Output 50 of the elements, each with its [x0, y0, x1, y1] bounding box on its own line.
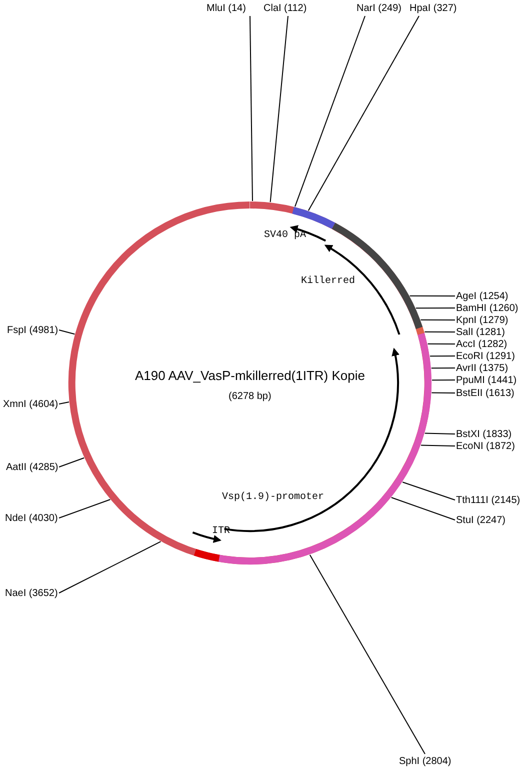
- leader-line: [402, 482, 456, 500]
- leader-line: [250, 16, 253, 202]
- leader-line: [415, 308, 456, 309]
- site-label: StuI (2247): [456, 514, 506, 526]
- site-label: HpaI (327): [410, 2, 457, 15]
- site-label: BstEII (1613): [456, 386, 514, 400]
- leader-line: [309, 554, 426, 754]
- site-label: SalI (1281): [456, 326, 505, 338]
- site-label: FspI (4981): [7, 324, 58, 336]
- leader-line: [294, 16, 366, 208]
- site-label: PpuMI (1441): [456, 374, 517, 386]
- site-label: NdeI (4030): [5, 512, 58, 524]
- leader-line: [424, 331, 456, 332]
- site-label: AgeI (1254): [456, 290, 508, 302]
- leader-line: [431, 392, 456, 394]
- site-label: EcoRI (1291): [456, 350, 515, 362]
- leader-line: [420, 319, 456, 320]
- site-label: NarI (249): [356, 2, 402, 15]
- leader-line: [427, 343, 456, 344]
- leader-line: [58, 457, 85, 468]
- site-label: AvrII (1375): [456, 362, 508, 374]
- leader-line: [58, 402, 70, 404]
- site-label: NaeI (3652): [5, 586, 58, 600]
- leader-line: [308, 16, 420, 212]
- leader-line: [270, 16, 288, 203]
- leader-line: [409, 295, 456, 296]
- leader-line: [420, 444, 456, 446]
- site-label: AatII (4285): [6, 460, 58, 474]
- leader-line: [432, 380, 456, 381]
- map-title: A190 AAV_VasP-mkillerred(1ITR) Kopie: [135, 368, 366, 383]
- leader-line: [58, 541, 162, 594]
- site-label: AccI (1282): [456, 338, 508, 350]
- site-label: KpnI (1279): [456, 314, 508, 326]
- site-label: BamHI (1260): [456, 302, 518, 314]
- site-label: SphI (2804): [399, 755, 452, 768]
- leader-line: [58, 499, 111, 518]
- site-label: ClaI (112): [264, 2, 307, 15]
- leader-line: [58, 330, 76, 335]
- leader-line: [390, 497, 456, 520]
- sequence-length: (6278 bp): [228, 390, 272, 402]
- leader-line: [424, 432, 456, 434]
- leader-line: [430, 356, 456, 357]
- feature-label: Killerred: [301, 276, 356, 288]
- site-label: BstXI (1833): [456, 428, 512, 440]
- site-label: MluI (14): [206, 2, 246, 15]
- site-label: XmnI (4604): [3, 398, 58, 410]
- site-label: EcoNI (1872): [456, 440, 515, 452]
- leader-line: [430, 368, 456, 369]
- site-label: Tth111I (2145): [456, 494, 520, 506]
- feature-label: Vsp(1.9)-promoter: [222, 492, 324, 504]
